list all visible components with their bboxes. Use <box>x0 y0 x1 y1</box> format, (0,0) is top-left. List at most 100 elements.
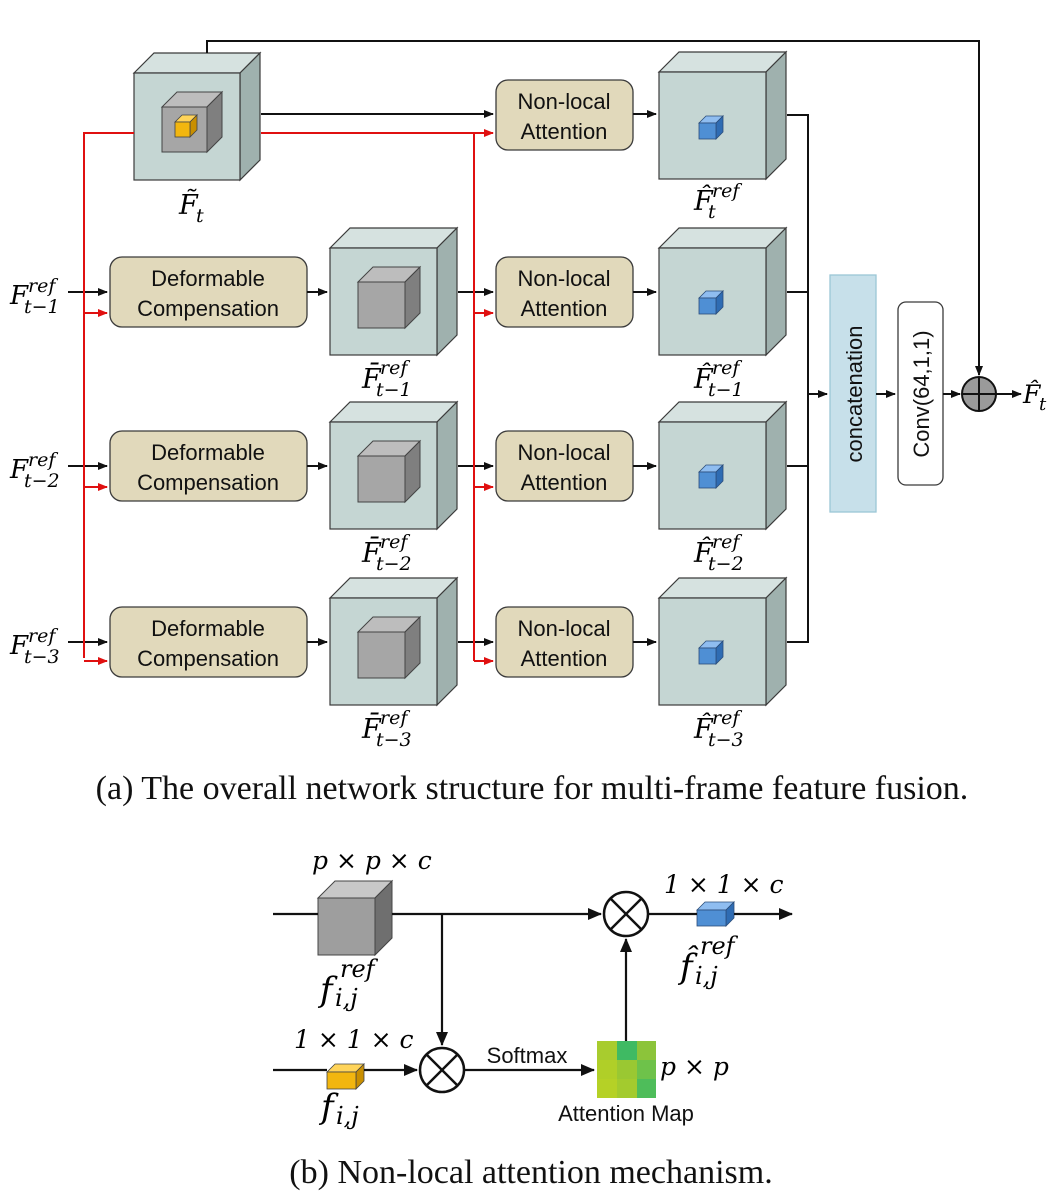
deformable-block-2: Deformable Compensation <box>109 430 308 502</box>
svg-text:ref: ref <box>712 707 742 729</box>
nonlocal-block-0: Non-local Attention <box>495 79 634 151</box>
attended-label-2: F̂ ref t−2 <box>693 531 744 575</box>
caption-a: (a) The overall network structure for mu… <box>96 770 969 807</box>
concatenation-label: concatenation <box>842 326 867 463</box>
svg-text:i,j: i,j <box>695 962 718 990</box>
input-label-3: F ref t−3 <box>9 625 60 668</box>
svg-text:i,j: i,j <box>336 1102 359 1130</box>
attention-map-label: Attention Map <box>558 1101 694 1126</box>
svg-text:ref: ref <box>700 932 739 960</box>
softmax-label: Softmax <box>487 1043 568 1068</box>
svg-text:t−3: t−3 <box>376 729 412 751</box>
svg-text:ref: ref <box>380 707 410 729</box>
nonlocal-label-line1: Non-local <box>518 89 611 114</box>
attended-label-1: F̂ ref t−1 <box>693 357 744 401</box>
conv-label: Conv(64,1,1) <box>909 330 934 457</box>
nonlocal-label-line2: Attention <box>521 296 608 321</box>
input-dim-label: 1 × 1 × c <box>294 1025 414 1054</box>
output-dim-label: 1 × 1 × c <box>664 870 784 899</box>
aligned-label-3: F̄ ref t−3 <box>361 707 412 751</box>
deformable-label-line1: Deformable <box>151 266 265 291</box>
svg-text:t: t <box>1039 394 1047 415</box>
map-dim-label: p × p <box>660 1052 729 1081</box>
multiply-node-bottom <box>418 1046 466 1094</box>
attended-label-0: F̂ ref t <box>693 180 742 223</box>
aligned-label-1: F̄ ref t−1 <box>361 357 412 401</box>
black-connectors <box>68 40 1022 646</box>
svg-text:t: t <box>708 201 716 223</box>
vector-label: f i,j <box>318 1087 359 1130</box>
svg-text:t−1: t−1 <box>376 379 412 401</box>
svg-text:ref: ref <box>28 275 58 297</box>
patch-dim-label: p × p × c <box>312 846 432 875</box>
deformable-block-1: Deformable Compensation <box>109 256 308 328</box>
svg-text:F̄: F̄ <box>361 361 382 395</box>
nonlocal-label-line2: Attention <box>521 646 608 671</box>
svg-text:t−1: t−1 <box>24 296 60 318</box>
svg-text:F̂: F̂ <box>693 536 714 569</box>
svg-text:ref: ref <box>28 625 58 647</box>
patch-cube <box>316 879 394 957</box>
svg-text:F̃: F̃ <box>178 188 199 221</box>
aligned-feature-cube-2 <box>328 400 459 531</box>
target-feature-cube <box>132 51 262 182</box>
svg-text:ref: ref <box>28 449 58 471</box>
nonlocal-label-line2: Attention <box>521 119 608 144</box>
deformable-label-line2: Compensation <box>137 296 279 321</box>
svg-text:F̂: F̂ <box>693 362 714 395</box>
yellow-vector-cube <box>174 114 198 138</box>
svg-text:i,j: i,j <box>335 984 358 1012</box>
svg-text:ref: ref <box>712 531 742 553</box>
multiply-node-top <box>602 890 650 938</box>
svg-text:t−2: t−2 <box>376 553 412 575</box>
attended-feature-cube-0 <box>657 50 788 181</box>
svg-text:t: t <box>196 205 204 227</box>
red-connectors <box>83 129 494 665</box>
nonlocal-label-line1: Non-local <box>518 440 611 465</box>
deformable-label-line1: Deformable <box>151 440 265 465</box>
black-connectors-b <box>273 908 793 1076</box>
nonlocal-block-1: Non-local Attention <box>495 256 634 328</box>
svg-text:F̂: F̂ <box>693 712 714 745</box>
svg-text:t−2: t−2 <box>24 470 60 492</box>
svg-text:t−2: t−2 <box>708 553 744 575</box>
attention-map <box>597 1041 656 1098</box>
svg-text:t−3: t−3 <box>24 646 60 668</box>
deformable-label-line1: Deformable <box>151 616 265 641</box>
svg-text:t−1: t−1 <box>708 379 744 401</box>
aligned-feature-cube-3 <box>328 576 459 707</box>
output-label: F̂ t <box>1022 380 1047 415</box>
sum-node <box>961 376 997 412</box>
svg-text:t−3: t−3 <box>708 729 744 751</box>
attended-feature-cube-2 <box>657 400 788 531</box>
input-label-1: F ref t−1 <box>9 275 60 318</box>
concatenation-block: concatenation <box>829 274 877 513</box>
svg-text:ref: ref <box>340 955 379 983</box>
nonlocal-label-line2: Attention <box>521 470 608 495</box>
patch-label: f ref i,j <box>317 955 379 1012</box>
svg-text:F̄: F̄ <box>361 711 382 745</box>
svg-text:F: F <box>9 455 29 485</box>
svg-text:F̂: F̂ <box>693 184 714 217</box>
deformable-label-line2: Compensation <box>137 646 279 671</box>
svg-text:F: F <box>9 631 29 661</box>
nonlocal-label-line1: Non-local <box>518 266 611 291</box>
deformable-block-3: Deformable Compensation <box>109 606 308 678</box>
conv-block: Conv(64,1,1) <box>897 301 944 486</box>
input-vector-cube <box>326 1063 365 1090</box>
svg-text:F: F <box>9 281 29 311</box>
deformable-label-line2: Compensation <box>137 470 279 495</box>
attended-feature-cube-3 <box>657 576 788 707</box>
aligned-feature-cube-1 <box>328 226 459 357</box>
attended-feature-cube-1 <box>657 226 788 357</box>
target-label: F̃ t <box>178 188 204 227</box>
nonlocal-label-line1: Non-local <box>518 616 611 641</box>
svg-text:F̂: F̂ <box>1022 380 1042 409</box>
svg-text:ref: ref <box>712 357 742 379</box>
nonlocal-block-2: Non-local Attention <box>495 430 634 502</box>
input-label-2: F ref t−2 <box>9 449 60 492</box>
caption-b: (b) Non-local attention mechanism. <box>289 1154 772 1191</box>
aligned-label-2: F̄ ref t−2 <box>361 531 412 575</box>
svg-text:ref: ref <box>380 531 410 553</box>
attended-label-3: F̂ ref t−3 <box>693 707 744 751</box>
